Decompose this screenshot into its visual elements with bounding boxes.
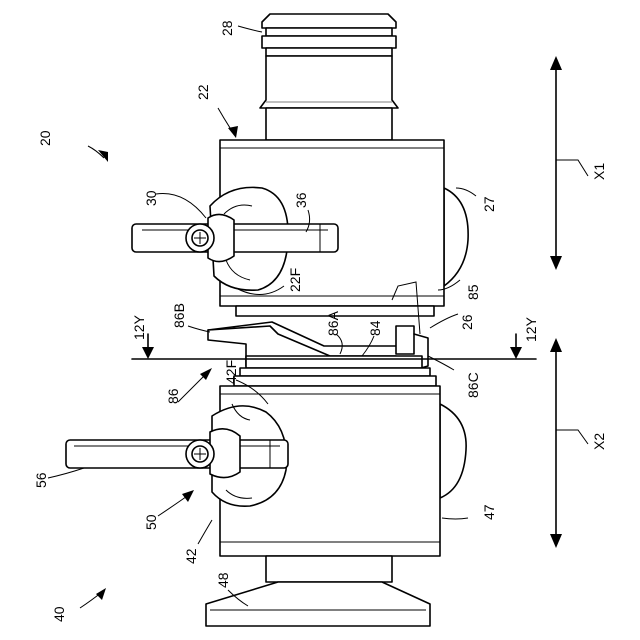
label-X1: X1 [591, 163, 607, 180]
label-86C: 86C [465, 372, 481, 398]
label-27: 27 [481, 196, 497, 212]
label-42F: 42F [223, 360, 239, 384]
label-28: 28 [219, 20, 235, 36]
dimension-x2 [550, 338, 588, 548]
label-30: 30 [143, 190, 159, 206]
label-22: 22 [195, 84, 211, 100]
dimension-x1 [550, 56, 588, 270]
label-42: 42 [183, 548, 199, 564]
label-48: 48 [215, 572, 231, 588]
label-26: 26 [459, 314, 475, 330]
label-47: 47 [481, 504, 497, 520]
label-50: 50 [143, 514, 159, 530]
label-20: 20 [37, 130, 53, 146]
label-12Y-left: 12Y [131, 314, 147, 340]
label-84: 84 [367, 320, 383, 336]
label-12Y-right: 12Y [523, 316, 539, 342]
label-22F: 22F [287, 268, 303, 292]
lower-flange-48 [206, 556, 430, 626]
label-86: 86 [165, 388, 181, 404]
label-85: 85 [465, 284, 481, 300]
lower-handle-assembly-50 [66, 404, 288, 506]
upper-fitting-28 [260, 14, 398, 140]
label-86A: 86A [325, 310, 341, 336]
label-36: 36 [293, 192, 309, 208]
label-56: 56 [33, 472, 49, 488]
label-86B: 86B [171, 303, 187, 328]
label-40: 40 [51, 606, 67, 622]
label-X2: X2 [591, 433, 607, 450]
